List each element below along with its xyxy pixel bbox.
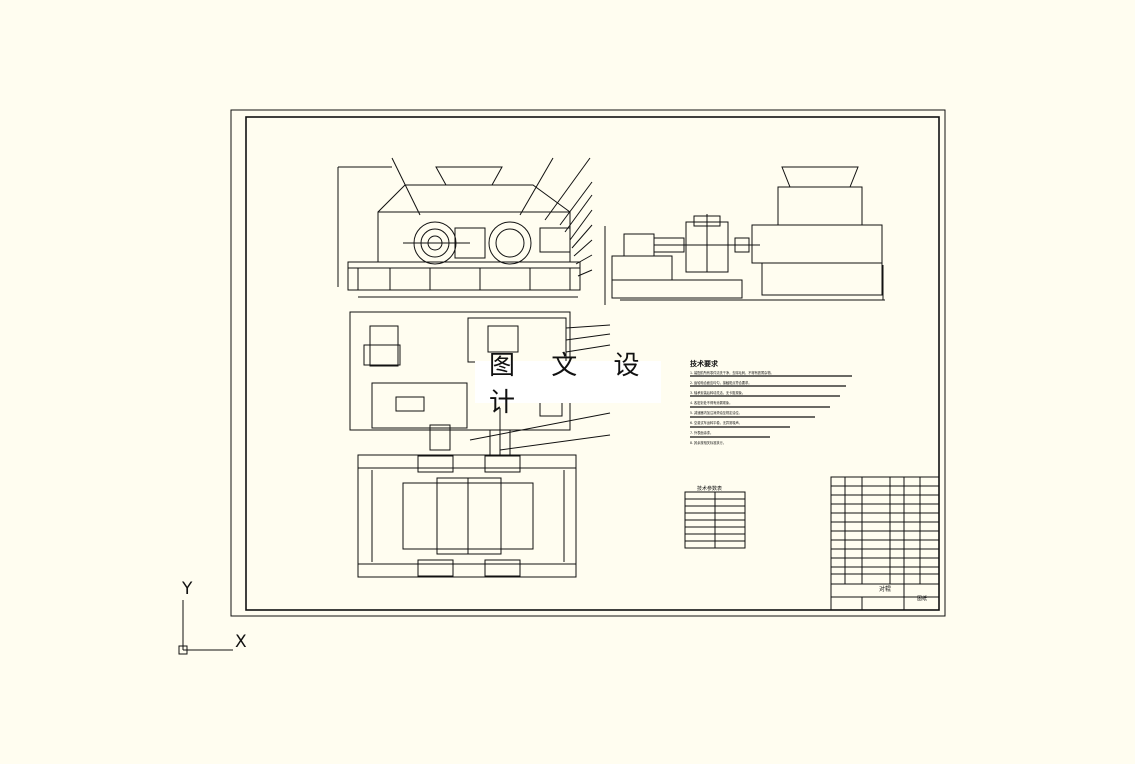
notes-line: 8. 其余按相关标准执行。: [690, 440, 726, 445]
title-block-name: 对辊: [879, 585, 891, 593]
notes-line: 7. 外表面涂漆。: [690, 430, 713, 435]
ucs-icon: [178, 600, 233, 655]
watermark-text: 图 文 设 计: [489, 351, 654, 418]
ucs-x-label: X: [235, 632, 247, 652]
front-view: [337, 157, 593, 298]
notes-text-lines: [690, 375, 852, 438]
side-view: [604, 166, 885, 305]
notes-line: 6. 空载试车运转平稳，无异常噪声。: [690, 420, 742, 425]
notes-line: 4. 各密封处不得有渗漏现象。: [690, 400, 732, 405]
spec-table-title: 技术参数表: [697, 485, 722, 492]
notes-line: 2. 齿轮啮合面应均匀，接触斑点符合要求。: [690, 380, 751, 385]
title-block: [830, 476, 940, 611]
notes-line: 1. 装配前所有零件清洗干净，去除毛刺，不得有铁屑杂物。: [690, 370, 774, 375]
watermark-banner: 图 文 设 计: [475, 351, 661, 418]
plan-view: [349, 311, 611, 578]
title-block-code: 图纸: [917, 595, 927, 602]
ucs-y-label: Y: [182, 579, 193, 599]
sheet-outer-border: [230, 109, 946, 617]
notes-heading: 技术要求: [690, 359, 719, 368]
notes-line: 5. 减速器内加注润滑油至规定油位。: [690, 410, 742, 415]
spec-table: [684, 491, 746, 549]
notes-lines: 1. 装配前所有零件清洗干净，去除毛刺，不得有铁屑杂物。 2. 齿轮啮合面应均匀，…: [690, 370, 774, 445]
notes-line: 3. 轴承安装后转动灵活，无卡阻现象。: [690, 390, 745, 395]
drawing-texts: 技术要求 技术参数表 对辊 图纸: [690, 359, 927, 602]
sheet-inner-border: [245, 116, 940, 611]
